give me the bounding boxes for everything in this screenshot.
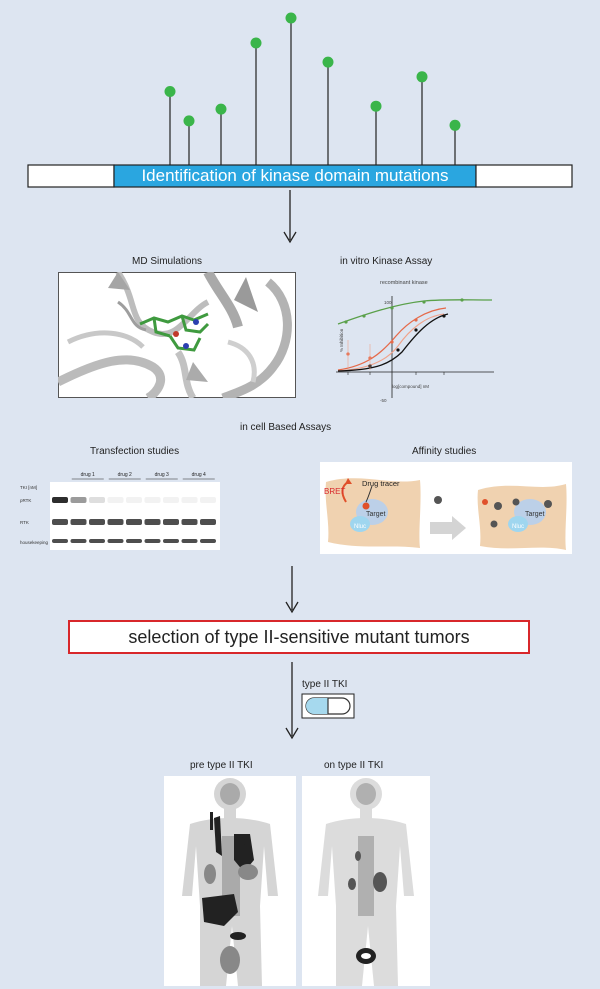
x-axis-label: log[compound] nM [392, 384, 429, 389]
blot-band [52, 539, 68, 543]
mutation-dot [285, 12, 297, 24]
drug-label: drug 4 [192, 472, 206, 478]
blot-band [126, 539, 142, 543]
target-label-left: Target [366, 511, 386, 518]
x-ticks [347, 372, 445, 375]
tki-pill-icon [301, 693, 355, 719]
mutation-dot [164, 86, 176, 97]
mutation-dot [183, 115, 195, 127]
arrow-down-3 [285, 662, 299, 740]
mutation-lollipops [164, 12, 461, 165]
nluc-label-left: Nluc [354, 524, 366, 530]
blot-band [200, 539, 216, 543]
kinase-chart-title: recombinant kinase [380, 280, 428, 286]
transfection-title: Transfection studies [90, 446, 180, 457]
blot-band [126, 497, 142, 503]
blot-band [200, 497, 216, 503]
target-label-right: Target [525, 511, 545, 518]
y-axis-label: % Inhibition [339, 328, 344, 352]
cell-based-assays-title: in cell Based Assays [240, 422, 332, 433]
blot-band [144, 539, 161, 543]
drug-label: drug 2 [118, 472, 132, 478]
pet-scan-pre [164, 776, 296, 986]
domain-bar-left [27, 164, 115, 188]
blot-band [70, 539, 87, 543]
blot-membrane [50, 482, 220, 550]
mutation-dot [416, 71, 428, 83]
tki-nm-label: TKI [nM] [20, 485, 37, 490]
kinase-domain-label: Identification of kinase domain mutation… [141, 166, 449, 185]
affinity-illustration: BRET Drug tracer Target Nluc Target Nluc [320, 462, 572, 554]
nluc-left [350, 516, 370, 532]
blot-band [126, 519, 142, 525]
kinase-assay-chart: recombinant kinase 100 -50 % Inhibition … [336, 280, 494, 403]
md-simulations-title: MD Simulations [132, 256, 203, 267]
blot-band [52, 519, 68, 525]
drug-label: drug 3 [155, 472, 169, 478]
mutation-dot [250, 37, 262, 49]
data-points [344, 298, 464, 370]
blot-band [163, 519, 179, 525]
domain-bar-right [475, 164, 573, 188]
blot-band [107, 519, 124, 525]
curve-orange [337, 307, 447, 371]
on-tki-label: on type II TKI [324, 760, 384, 771]
pet-scan-on [302, 776, 430, 986]
ligand-molecule [139, 312, 210, 352]
arrow-down-1 [283, 190, 297, 244]
blot-band [107, 497, 124, 503]
curve-light-orange [337, 313, 445, 372]
blot-band [181, 539, 198, 543]
blot-band [89, 539, 105, 543]
blot-row-label: housekeeping [20, 540, 49, 545]
blot-band [200, 519, 216, 525]
nluc-label-right: Nluc [512, 524, 524, 530]
selection-box: selection of type II-sensitive mutant tu… [68, 620, 530, 654]
pre-tki-label: pre type II TKI [190, 760, 253, 771]
nluc-right [508, 516, 528, 532]
tracer-bound [362, 502, 370, 510]
mutation-dot [322, 56, 334, 68]
blot-band [181, 497, 198, 503]
blot-band [107, 539, 124, 543]
blot-band [52, 497, 68, 503]
kinase-assay-title: in vitro Kinase Assay [340, 256, 433, 267]
curve-black [337, 313, 449, 372]
type-ii-tki-label: type II TKI [302, 679, 348, 690]
blot-band [163, 539, 179, 543]
md-simulation-image [58, 272, 296, 398]
affinity-title: Affinity studies [412, 446, 477, 457]
transition-arrow [430, 516, 466, 540]
blot-rows: pRTK RTK housekeeping [20, 497, 216, 545]
y-tick-top: 100 [384, 300, 392, 305]
mutation-dot [370, 100, 382, 112]
y-tick-bottom: -50 [380, 398, 387, 403]
blot-band [89, 497, 105, 503]
blot-band [70, 519, 87, 525]
blot-row-label: pRTK [20, 498, 31, 503]
mutation-dot [449, 119, 461, 131]
blot-band [144, 497, 161, 503]
lollipop-panel [27, 12, 573, 188]
mutation-dot [215, 103, 227, 115]
blot-row-label: RTK [20, 520, 29, 525]
blot-band [70, 497, 87, 503]
drug-label: drug 1 [81, 472, 95, 478]
blot-band [163, 497, 179, 503]
arrow-down-2 [285, 566, 299, 614]
bret-label: BRET [324, 487, 345, 496]
drug-tracer-label: Drug tracer [362, 479, 400, 488]
blot-band [89, 519, 105, 525]
blot-band [144, 519, 161, 525]
blot-band [181, 519, 198, 525]
drug-molecule [434, 496, 442, 504]
